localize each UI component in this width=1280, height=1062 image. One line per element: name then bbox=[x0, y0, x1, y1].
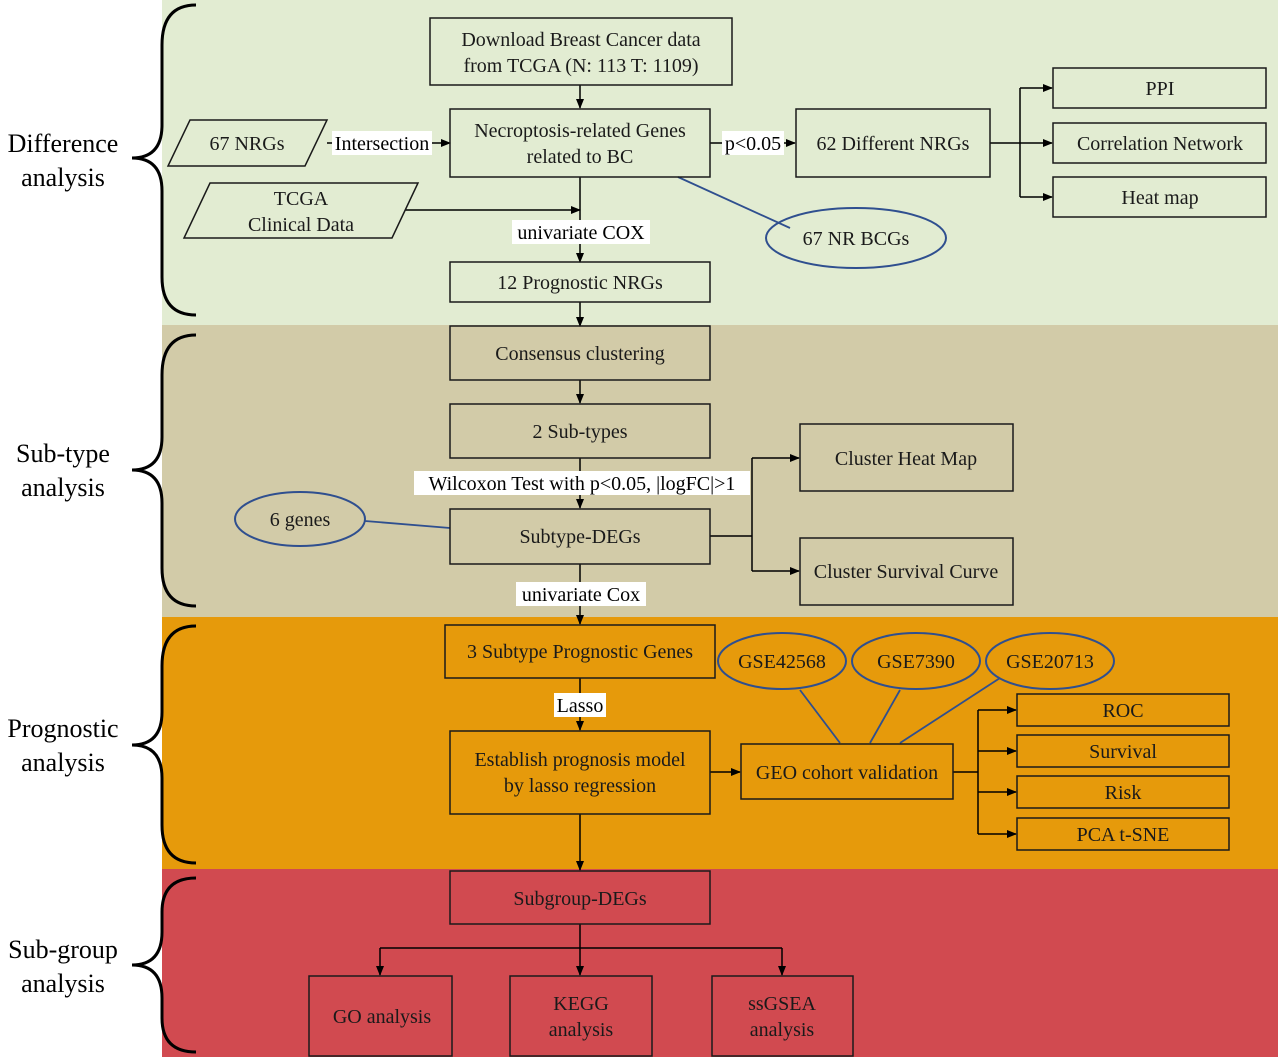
svg-text:12 Prognostic NRGs: 12 Prognostic NRGs bbox=[497, 272, 663, 294]
subgroup-degs-box: Subgroup-DEGs bbox=[449, 870, 711, 925]
svg-text:2 Sub-types: 2 Sub-types bbox=[533, 421, 628, 443]
cluster-survival-box: Cluster Survival Curve bbox=[799, 537, 1014, 606]
prognostic-nrgs-box: 12 Prognostic NRGs bbox=[449, 261, 711, 303]
different-nrgs-box: 62 Different NRGs bbox=[795, 108, 991, 178]
nrgs67-parallelogram: 67 NRGs bbox=[166, 119, 329, 167]
subtype-brace bbox=[131, 333, 197, 608]
wilcoxon-label: Wilcoxon Test with p<0.05, |logFC|>1 bbox=[429, 473, 736, 495]
svg-text:3 Subtype Prognostic Genes: 3 Subtype Prognostic Genes bbox=[467, 641, 693, 663]
geo-validation-box: GEO cohort validation bbox=[740, 743, 954, 800]
risk-box: Risk bbox=[1016, 775, 1230, 809]
difference-brace bbox=[131, 3, 197, 317]
lasso-label: Lasso bbox=[557, 695, 604, 717]
svg-text:GSE20713: GSE20713 bbox=[1006, 651, 1094, 673]
svg-text:GSE42568: GSE42568 bbox=[738, 651, 826, 673]
roc-box: ROC bbox=[1016, 693, 1230, 727]
pca-tsne-box: PCA t-SNE bbox=[1016, 817, 1230, 851]
go-analysis-box: GO analysis bbox=[308, 975, 453, 1057]
svg-text:Consensus clustering: Consensus clustering bbox=[495, 343, 664, 365]
consensus-clustering-box: Consensus clustering bbox=[449, 325, 711, 381]
nr-bcgs-connector bbox=[677, 176, 791, 229]
svg-text:Heat map: Heat map bbox=[1121, 187, 1198, 209]
svg-text:ROC: ROC bbox=[1102, 700, 1143, 722]
survival-box: Survival bbox=[1016, 734, 1230, 768]
p-value-label: p<0.05 bbox=[725, 133, 781, 155]
nr-bcgs-ellipse: 67 NR BCGs bbox=[765, 207, 947, 269]
svg-text:67 NR BCGs: 67 NR BCGs bbox=[803, 228, 910, 250]
univariate-cox-label: univariate COX bbox=[517, 222, 645, 244]
svg-text:Correlation Network: Correlation Network bbox=[1077, 133, 1243, 155]
six-genes-connector bbox=[364, 520, 451, 529]
subtype-prognostic-box: 3 Subtype Prognostic Genes bbox=[444, 624, 716, 679]
cluster-heat-map-box: Cluster Heat Map bbox=[799, 423, 1014, 492]
svg-text:Cluster Heat Map: Cluster Heat Map bbox=[835, 448, 977, 470]
svg-text:62 Different NRGs: 62 Different NRGs bbox=[817, 133, 970, 155]
ppi-box: PPI bbox=[1052, 67, 1267, 109]
heat-map-box: Heat map bbox=[1052, 176, 1267, 218]
svg-text:6 genes: 6 genes bbox=[270, 509, 331, 531]
svg-text:Subtype-DEGs: Subtype-DEGs bbox=[519, 526, 640, 548]
correlation-network-box: Correlation Network bbox=[1052, 122, 1267, 164]
svg-text:Subgroup-DEGs: Subgroup-DEGs bbox=[513, 888, 647, 910]
svg-text:67 NRGs: 67 NRGs bbox=[209, 133, 284, 155]
subgroup-band bbox=[162, 869, 1278, 1057]
gse7390-ellipse: GSE7390 bbox=[851, 632, 981, 690]
subgroup-brace bbox=[131, 876, 197, 1054]
svg-text:GSE7390: GSE7390 bbox=[877, 651, 955, 673]
svg-text:GEO cohort validation: GEO cohort validation bbox=[756, 762, 938, 784]
subtypes-box: 2 Sub-types bbox=[449, 403, 711, 459]
svg-text:Risk: Risk bbox=[1105, 782, 1142, 804]
svg-text:PPI: PPI bbox=[1146, 78, 1175, 100]
univariate-cox-label-2: univariate Cox bbox=[522, 584, 640, 606]
prognostic-brace bbox=[131, 624, 197, 865]
intersection-label: Intersection bbox=[335, 133, 429, 155]
svg-text:Cluster Survival Curve: Cluster Survival Curve bbox=[814, 561, 999, 583]
svg-text:GO analysis: GO analysis bbox=[333, 1006, 432, 1028]
gse20713-ellipse: GSE20713 bbox=[985, 632, 1115, 690]
subtype-degs-box: Subtype-DEGs bbox=[449, 508, 711, 565]
gse42568-ellipse: GSE42568 bbox=[717, 632, 847, 690]
six-genes-ellipse: 6 genes bbox=[234, 491, 366, 547]
svg-text:PCA t-SNE: PCA t-SNE bbox=[1077, 824, 1170, 846]
prognostic-band bbox=[162, 617, 1278, 869]
svg-text:Survival: Survival bbox=[1089, 741, 1157, 763]
